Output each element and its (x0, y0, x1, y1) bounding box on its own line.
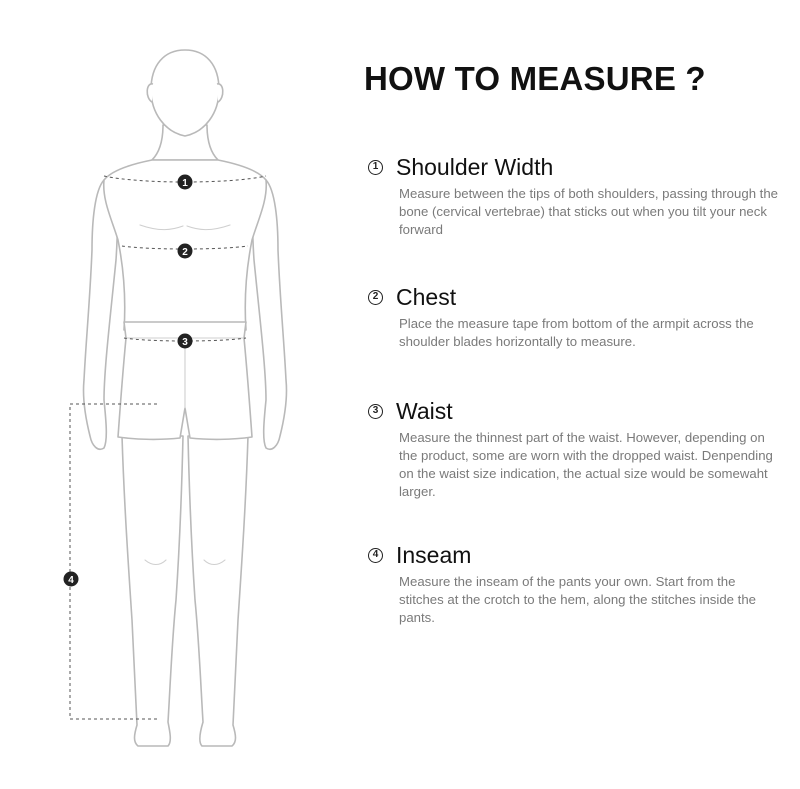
svg-text:4: 4 (68, 575, 74, 586)
marker-2: 2 (177, 243, 193, 259)
body-figure-illustration: 1 2 3 4 (63, 49, 288, 747)
figure-ear-right (216, 83, 224, 103)
figure-knee-detail (144, 559, 226, 566)
marker-1: 1 (177, 174, 193, 190)
section-title: Waist (396, 397, 453, 424)
section-shoulder-width: 1 Shoulder Width Measure between the tip… (368, 152, 788, 239)
inseam-measure-line (69, 403, 160, 720)
marker-3: 3 (177, 333, 193, 349)
section-title: Chest (396, 283, 457, 310)
figure-leg-left (121, 435, 184, 747)
chest-measure-line (121, 245, 249, 250)
number-1-icon: 1 (368, 159, 383, 175)
figure-leg-right (187, 435, 249, 747)
section-inseam: 4 Inseam Measure the inseam of the pants… (368, 540, 788, 627)
figure-chest-detail (139, 224, 231, 231)
svg-text:2: 2 (182, 247, 188, 258)
section-description: Measure the thinnest part of the waist. … (399, 430, 773, 499)
number-2-icon: 2 (368, 289, 383, 305)
number-3-icon: 3 (368, 403, 383, 419)
page-title: HOW TO MEASURE ? (364, 60, 706, 97)
number-4-icon: 4 (368, 547, 383, 563)
section-chest: 2 Chest Place the measure tape from bott… (368, 282, 788, 351)
section-title: Inseam (396, 541, 472, 568)
shoulder-measure-line (103, 175, 267, 183)
figure-arm-left (82, 179, 119, 451)
marker-4: 4 (63, 571, 79, 587)
svg-text:1: 1 (182, 178, 188, 189)
figure-ear-left (146, 83, 154, 103)
figure-head (150, 49, 220, 137)
figure-arm-right (251, 179, 288, 451)
section-description: Measure between the tips of both shoulde… (399, 186, 779, 237)
section-title: Shoulder Width (396, 153, 554, 180)
section-description: Place the measure tape from bottom of th… (399, 316, 754, 349)
section-waist: 3 Waist Measure the thinnest part of the… (368, 396, 788, 501)
section-description: Measure the inseam of the pants your own… (399, 574, 756, 625)
svg-text:3: 3 (182, 337, 188, 348)
